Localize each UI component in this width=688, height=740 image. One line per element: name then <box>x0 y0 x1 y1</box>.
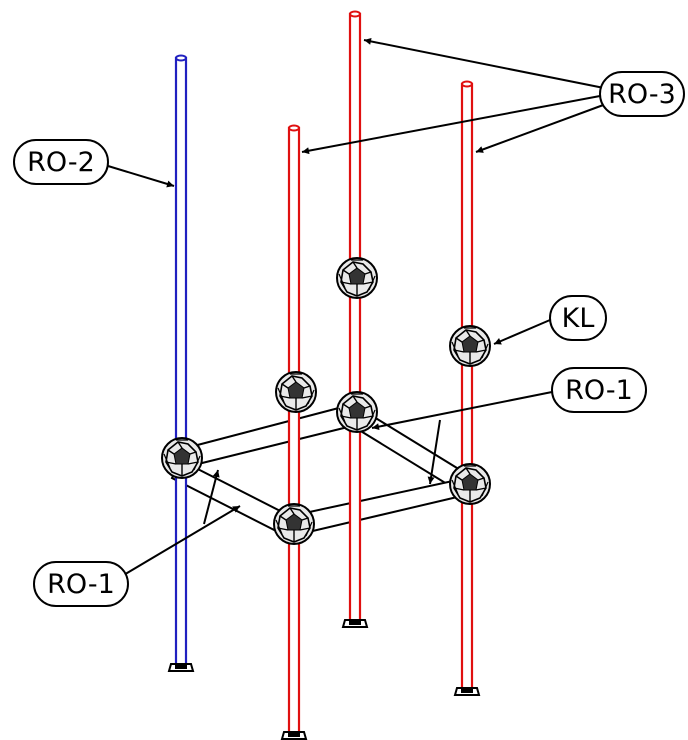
knot-connector-upper-middle <box>336 257 378 299</box>
callout-ro3-label: RO-3 <box>608 79 676 110</box>
foot-blue <box>168 663 194 672</box>
pipe-red-middle <box>348 10 362 624</box>
pipe-blue-ro2 <box>174 54 188 668</box>
callout-ro1-left-label: RO-1 <box>47 569 115 600</box>
foot-red-left <box>281 731 307 740</box>
knot-connector-frame-left <box>161 437 203 479</box>
knot-connector-frame-right <box>449 463 491 505</box>
knot-connector-kl <box>449 325 491 367</box>
callout-ro2: RO-2 <box>13 139 109 185</box>
foot-red-middle <box>342 619 368 628</box>
callout-ro1-left: RO-1 <box>33 561 129 607</box>
knot-connector-upper-left <box>275 371 317 413</box>
callout-ro3: RO-3 <box>599 71 685 117</box>
pipe-red-left <box>287 124 301 736</box>
pipe-red-right <box>460 80 474 692</box>
callout-ro2-label: RO-2 <box>27 147 95 178</box>
knot-connector-frame-back <box>336 391 378 433</box>
callout-ro1-right-label: RO-1 <box>565 375 633 406</box>
callout-kl: KL <box>549 295 607 341</box>
callout-kl-label: KL <box>562 303 595 334</box>
foot-red-right <box>454 687 480 696</box>
callout-ro1-right: RO-1 <box>551 367 647 413</box>
leader-lines <box>107 37 607 577</box>
knot-connector-frame-front <box>273 503 315 545</box>
